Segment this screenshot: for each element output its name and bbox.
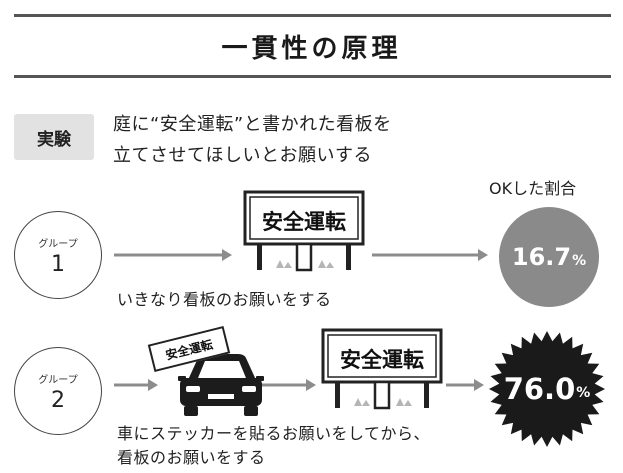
group-2-badge: グループ 2 bbox=[14, 347, 102, 435]
signboard-icon bbox=[243, 190, 365, 272]
experiment-line-1: 庭に“安全運転”と書かれた看板を bbox=[113, 114, 392, 135]
sign-2-text: 安全運転 bbox=[340, 347, 424, 372]
group-1-result-value: 16.7 bbox=[511, 243, 572, 271]
arrow-right-icon bbox=[114, 249, 232, 261]
car-icon bbox=[178, 354, 264, 416]
sign-1-text: 安全運転 bbox=[262, 209, 346, 234]
grass-icon bbox=[276, 260, 334, 268]
arrow-right-icon bbox=[372, 249, 488, 261]
group-1-caption: いきなり看板のお願いをする bbox=[117, 290, 332, 309]
group-2-caption-line-2: 看板のお願いをする bbox=[117, 448, 266, 467]
top-rule bbox=[14, 14, 611, 17]
group-1-label: グループ bbox=[38, 239, 78, 250]
arrow-right-icon bbox=[114, 379, 158, 391]
group-1-badge: グループ 1 bbox=[14, 211, 102, 299]
signboard-icon bbox=[321, 328, 443, 410]
starburst-icon bbox=[489, 331, 605, 447]
group-1-result-unit: % bbox=[572, 253, 587, 269]
group-1-number: 1 bbox=[51, 252, 65, 277]
group-2-number: 2 bbox=[51, 388, 65, 413]
group-2-caption-line-1: 車にステッカーを貼るお願いをしてから、 bbox=[117, 424, 431, 443]
arrow-right-icon bbox=[262, 379, 316, 391]
group-2-label: グループ bbox=[38, 375, 78, 386]
grass-icon bbox=[354, 398, 412, 406]
group-2-result: 76.0% bbox=[488, 330, 606, 448]
group-2-result-unit: % bbox=[576, 385, 591, 401]
ok-rate-label: OKした割合 bbox=[489, 179, 577, 198]
group-1-result: 16.7% bbox=[499, 207, 599, 307]
experiment-tag: 実験 bbox=[14, 114, 94, 160]
group-2-result-value: 76.0 bbox=[503, 372, 576, 406]
arrow-right-icon bbox=[446, 379, 484, 391]
experiment-line-2: 立てさせてほしいとお願いする bbox=[113, 145, 372, 166]
experiment-tag-label: 実験 bbox=[37, 129, 71, 150]
sticker-text: 安全運転 bbox=[164, 336, 215, 363]
page-title: 一貫性の原理 bbox=[221, 34, 402, 64]
title-rule bbox=[14, 75, 611, 78]
